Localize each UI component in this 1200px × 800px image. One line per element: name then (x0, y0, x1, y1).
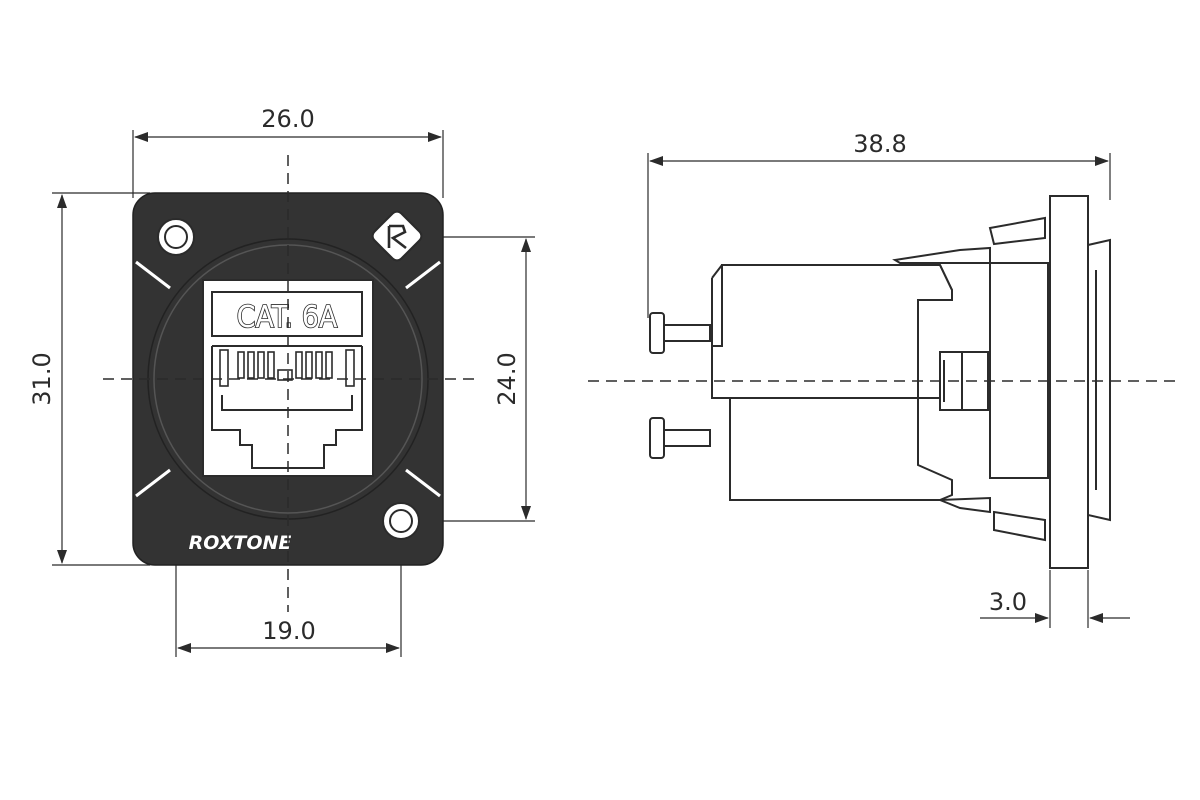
roxtone-logo-icon (371, 210, 423, 262)
rear-pins (649, 312, 711, 459)
dimension-flange-label: 3.0 (989, 588, 1027, 616)
mount-hole-bottom-right (382, 502, 420, 540)
mount-hole-top-left (157, 218, 195, 256)
dimension-length-label: 38.8 (853, 130, 906, 158)
brand-text: ROXTONE (189, 532, 292, 554)
front-view: 26.0 31.0 24.0 19.0 (28, 105, 535, 657)
side-view: 38.8 3.0 (588, 130, 1180, 628)
dimension-flange: 3.0 (980, 570, 1130, 628)
dimension-height: 31.0 (28, 192, 150, 566)
side-flange (1049, 195, 1089, 569)
dimension-hole-vertical-label: 24.0 (493, 352, 521, 405)
dimension-height-label: 31.0 (28, 352, 56, 405)
corner-ribs (135, 260, 441, 498)
dimension-width: 26.0 (132, 105, 444, 198)
dimension-width-label: 26.0 (261, 105, 314, 133)
side-housing (711, 264, 953, 501)
cat-label-frame (211, 291, 363, 337)
dimension-hole-horizontal-label: 19.0 (262, 617, 315, 645)
side-latch (892, 216, 1046, 542)
side-inner-block (989, 262, 1049, 479)
dimension-length: 38.8 (647, 130, 1111, 318)
